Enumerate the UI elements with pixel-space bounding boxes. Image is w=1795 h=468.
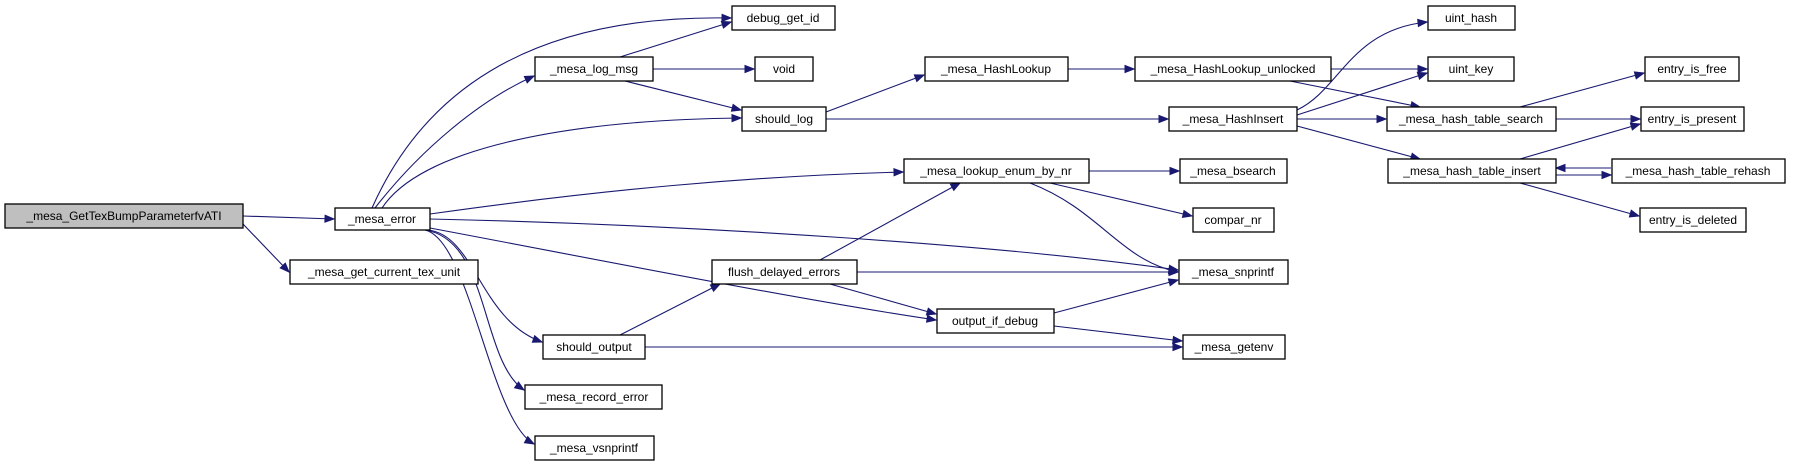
node-mesa-hashlookup-unlocked[interactable]: _mesa_HashLookup_unlocked	[1134, 56, 1332, 82]
svg-text:_mesa_lookup_enum_by_nr: _mesa_lookup_enum_by_nr	[919, 164, 1071, 178]
node-output-if-debug[interactable]: output_if_debug	[936, 308, 1055, 334]
node-uint-key[interactable]: uint_key	[1427, 56, 1515, 82]
edge-output-if-debug-to-snprintf	[1053, 278, 1180, 314]
edge-flush-to-lookup-enum	[819, 182, 962, 261]
node-flush-delayed-errors[interactable]: flush_delayed_errors	[711, 259, 858, 285]
edge-lookup-enum-to-bsearch	[1089, 166, 1181, 176]
edge-lookup-enum-to-compar-nr	[1049, 182, 1194, 218]
svg-text:uint_hash: uint_hash	[1445, 11, 1497, 25]
node-mesa-hashinsert[interactable]: _mesa_HashInsert	[1168, 106, 1298, 132]
svg-text:_mesa_hash_table_insert: _mesa_hash_table_insert	[1402, 164, 1541, 178]
svg-text:_mesa_HashLookup_unlocked: _mesa_HashLookup_unlocked	[1150, 62, 1316, 76]
svg-text:entry_is_present: entry_is_present	[1648, 112, 1737, 126]
svg-text:_mesa_vsnprintf: _mesa_vsnprintf	[549, 441, 639, 455]
edge-table-search-to-entry-is-free	[1519, 71, 1646, 108]
svg-text:_mesa_GetTexBumpParameterfvATI: _mesa_GetTexBumpParameterfvATI	[25, 209, 221, 223]
edge-flush-to-output-if-debug	[829, 283, 938, 316]
svg-text:uint_key: uint_key	[1449, 62, 1494, 76]
edge-should-log-to-hash-lookup	[825, 74, 926, 113]
edge-mesa-error-to-output-if-debug	[429, 227, 938, 323]
node-entry-is-deleted[interactable]: entry_is_deleted	[1639, 207, 1747, 233]
node-mesa-hash-table-search[interactable]: _mesa_hash_table_search	[1386, 106, 1557, 132]
node-mesa-error[interactable]: _mesa_error	[334, 207, 431, 231]
node-should-log[interactable]: should_log	[741, 106, 827, 132]
svg-text:_mesa_get_current_tex_unit: _mesa_get_current_tex_unit	[307, 265, 461, 279]
edge-mesa-error-to-should-output	[427, 229, 544, 343]
edge-should-output-to-getenv	[645, 342, 1184, 352]
node-entry-is-free[interactable]: entry_is_free	[1644, 56, 1740, 82]
svg-text:_mesa_snprintf: _mesa_snprintf	[1191, 265, 1275, 279]
svg-text:_mesa_HashInsert: _mesa_HashInsert	[1182, 112, 1284, 126]
svg-text:void: void	[773, 62, 795, 76]
edge-hash-insert-to-uint-key	[1296, 71, 1429, 116]
node-mesa-vsnprintf[interactable]: _mesa_vsnprintf	[534, 435, 655, 461]
node-compar-nr[interactable]: compar_nr	[1192, 207, 1275, 233]
node-mesa-get-current-tex-unit[interactable]: _mesa_get_current_tex_unit	[289, 259, 479, 285]
svg-text:should_output: should_output	[556, 340, 632, 354]
svg-text:should_log: should_log	[755, 112, 813, 126]
svg-text:_mesa_log_msg: _mesa_log_msg	[549, 62, 638, 76]
node-entry-is-present[interactable]: entry_is_present	[1640, 106, 1745, 132]
edge-unlocked-to-table-search	[1289, 80, 1422, 110]
edge-root-to-get-current-tex-unit	[242, 223, 290, 273]
node-mesa-lookup-enum-by-nr[interactable]: _mesa_lookup_enum_by_nr	[903, 158, 1090, 184]
edge-hash-insert-to-table-search	[1297, 114, 1388, 124]
svg-text:_mesa_hash_table_rehash: _mesa_hash_table_rehash	[1625, 164, 1771, 178]
edge-lookup-enum-to-snprintf	[1029, 182, 1180, 275]
node-uint-hash[interactable]: uint_hash	[1427, 5, 1516, 31]
edge-mesa-error-to-record-error	[424, 229, 526, 391]
svg-text:_mesa_hash_table_search: _mesa_hash_table_search	[1398, 112, 1543, 126]
node-mesa-gettexbumpparameterfvati[interactable]: _mesa_GetTexBumpParameterfvATI	[4, 203, 244, 229]
edge-mesa-error-to-debug-get-id	[371, 13, 733, 209]
svg-text:_mesa_error: _mesa_error	[347, 212, 416, 226]
node-debug-get-id[interactable]: debug_get_id	[731, 5, 836, 31]
edge-hash-lookup-to-unlocked	[1068, 64, 1136, 74]
svg-text:_mesa_HashLookup: _mesa_HashLookup	[940, 62, 1051, 76]
edge-log-msg-to-void	[653, 64, 756, 74]
edge-log-msg-to-should-log	[624, 80, 743, 112]
edge-should-output-to-flush	[619, 283, 722, 336]
edge-table-insert-to-entry-is-present	[1519, 122, 1642, 160]
node-mesa-snprintf[interactable]: _mesa_snprintf	[1178, 259, 1289, 285]
edge-mesa-error-to-vsnprintf	[424, 229, 536, 445]
edge-rehash-to-table-insert	[1554, 163, 1611, 173]
svg-text:compar_nr: compar_nr	[1204, 213, 1261, 227]
edge-mesa-error-to-lookup-enum	[429, 168, 905, 215]
edge-mesa-error-to-log-msg	[374, 75, 536, 209]
edge-table-search-to-entry-is-present	[1556, 114, 1642, 124]
edge-should-log-to-hash-insert	[826, 114, 1170, 124]
svg-text:entry_is_deleted: entry_is_deleted	[1649, 213, 1737, 227]
svg-text:flush_delayed_errors: flush_delayed_errors	[728, 265, 840, 279]
svg-text:entry_is_free: entry_is_free	[1657, 62, 1727, 76]
node-mesa-record-error[interactable]: _mesa_record_error	[524, 384, 663, 410]
svg-text:debug_get_id: debug_get_id	[747, 11, 820, 25]
node-mesa-hash-table-insert[interactable]: _mesa_hash_table_insert	[1387, 158, 1557, 184]
node-void[interactable]: void	[754, 56, 814, 82]
edge-hash-insert-to-uint-hash	[1296, 18, 1429, 111]
svg-text:output_if_debug: output_if_debug	[952, 314, 1038, 328]
node-mesa-hash-table-rehash[interactable]: _mesa_hash_table_rehash	[1611, 158, 1786, 184]
svg-text:_mesa_bsearch: _mesa_bsearch	[1189, 164, 1275, 178]
edge-table-insert-to-rehash	[1556, 170, 1613, 180]
edge-table-insert-to-entry-is-deleted	[1519, 182, 1641, 218]
edge-mesa-error-to-should-log	[381, 113, 743, 209]
svg-text:_mesa_record_error: _mesa_record_error	[539, 390, 649, 404]
node-should-output[interactable]: should_output	[542, 334, 646, 360]
node-mesa-hashlookup[interactable]: _mesa_HashLookup	[924, 56, 1069, 82]
edge-root-to-mesa-error	[242, 214, 336, 223]
node-mesa-bsearch[interactable]: _mesa_bsearch	[1179, 158, 1288, 184]
node-mesa-log-msg[interactable]: _mesa_log_msg	[534, 56, 654, 82]
edge-unlocked-to-uint-key	[1331, 64, 1429, 74]
node-mesa-getenv[interactable]: _mesa_getenv	[1182, 334, 1286, 360]
svg-text:_mesa_getenv: _mesa_getenv	[1194, 340, 1274, 354]
edge-log-msg-to-debug-get-id	[619, 20, 733, 58]
edge-flush-to-snprintf	[857, 267, 1180, 277]
edge-output-if-debug-to-getenv	[1053, 325, 1184, 345]
